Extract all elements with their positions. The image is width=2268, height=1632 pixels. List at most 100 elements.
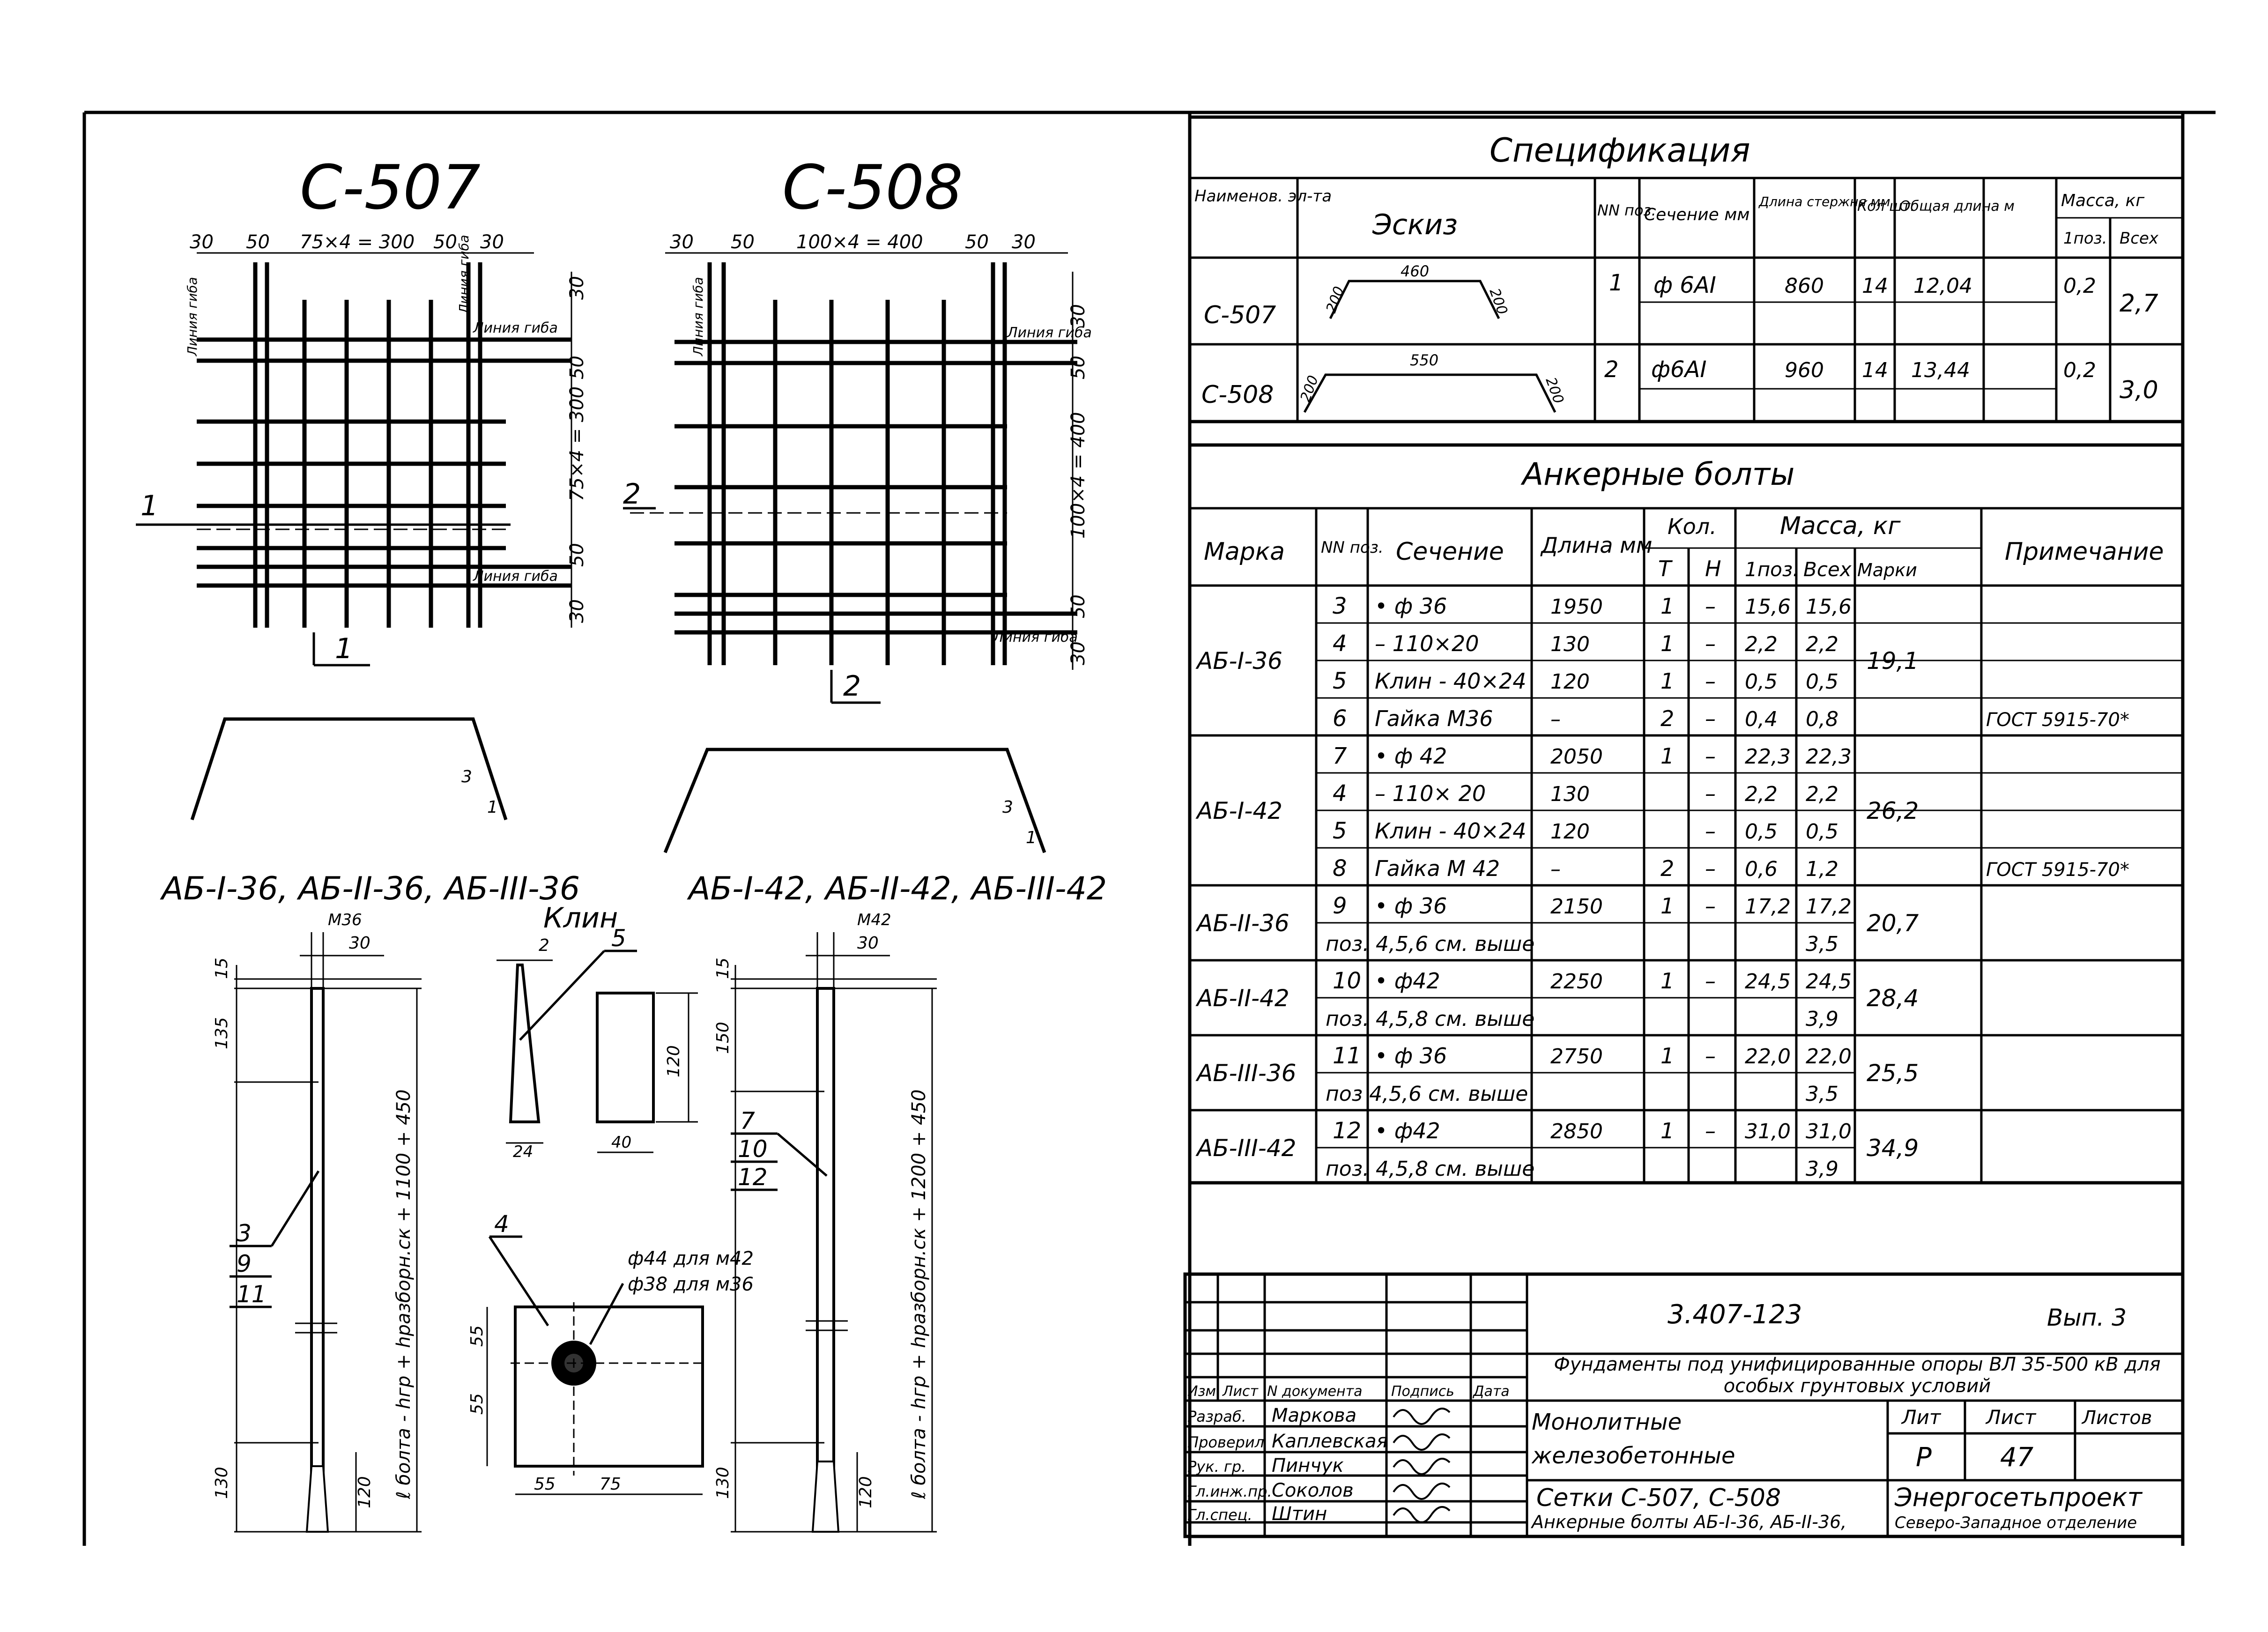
- c507-side-dim-1: 30: [566, 276, 588, 300]
- bolt42-callout-12: 12: [738, 1164, 768, 1191]
- signature-mark: [1393, 1458, 1451, 1475]
- plate-dim-55-c: 55: [534, 1475, 556, 1494]
- anchor-mass-all: 24,5: [1806, 970, 1852, 994]
- anchor-mass-all: 1,2: [1806, 857, 1838, 881]
- spec-r1-length: 860: [1785, 274, 1824, 298]
- tb-sheet-header: Лист: [1985, 1406, 2037, 1429]
- anchor-pos: 8: [1333, 855, 1347, 882]
- anchor-mass-pos: 0,6: [1745, 857, 1778, 881]
- tb-person-role: Гл.инж.пр.: [1187, 1483, 1272, 1500]
- tb-org: Энергосетьпроект: [1894, 1483, 2143, 1512]
- anchor-note: ГОСТ 5915-70*: [1986, 859, 2129, 881]
- anchor-h-mass: Масса, кг: [1780, 512, 1901, 540]
- tb-person-role: Проверил: [1187, 1433, 1264, 1451]
- anchor-mark: АБ-II-42: [1195, 985, 1290, 1012]
- anchor-length: 1950: [1550, 595, 1603, 619]
- c508-side-dim-3: 100×4 = 400: [1067, 412, 1089, 539]
- anchor-qty-n: –: [1705, 1118, 1716, 1143]
- anchor-ref-note: поз. 4,5,8 см. выше: [1326, 1007, 1534, 1031]
- bolt36-title: АБ-I-36, АБ-II-36, АБ-III-36: [160, 870, 580, 907]
- c508-bend-detail-3: 3: [1002, 798, 1013, 817]
- wedge-dim-2: 2: [539, 936, 549, 955]
- signature-mark: [1393, 1408, 1451, 1425]
- spec-r2-length: 960: [1785, 358, 1824, 382]
- bolt36-callout-9: 9: [237, 1250, 252, 1277]
- anchor-qty-t: 2: [1660, 706, 1674, 731]
- anchor-mass-pos: 0,5: [1745, 820, 1778, 844]
- signature-mark: [1393, 1506, 1451, 1523]
- mesh-c508: С-508 30 50 100×4 = 400 50 30 30 50 100×…: [623, 152, 1092, 853]
- anchor-h-mark: Марка: [1204, 538, 1285, 566]
- anchor-section: • ф42: [1375, 968, 1440, 994]
- anchor-mark-total: 19,1: [1867, 647, 1919, 675]
- anchor-pos: 11: [1333, 1043, 1361, 1069]
- spec-r2-sketch-left: 200: [1297, 373, 1322, 404]
- anchor-section: • ф 42: [1375, 743, 1447, 769]
- spec-r1-name: С-507: [1204, 301, 1276, 329]
- tb-col-list: Лист: [1222, 1383, 1259, 1400]
- c508-bend-detail-1: 1: [1026, 828, 1037, 847]
- anchor-mass-all: 3,9: [1806, 1007, 1838, 1031]
- spec-h-pos: NN поз.: [1597, 201, 1656, 219]
- anchor-qty-t: 1: [1660, 1043, 1674, 1068]
- anchor-h-qty: Кол.: [1668, 514, 1717, 539]
- c508-bend-label-2: Линия гиба: [1007, 325, 1092, 341]
- c508-top-dim-3: 100×4 = 400: [796, 231, 923, 253]
- anchor-section: – 110× 20: [1375, 781, 1486, 806]
- bolt36-thread: М36: [328, 911, 362, 929]
- tb-project: Фундаменты под унифицированные опоры ВЛ …: [1554, 1354, 2161, 1397]
- tb-lit-header: Лит: [1901, 1406, 1942, 1429]
- anchor-mark: АБ-I-42: [1195, 797, 1282, 824]
- spec-table-title: Спецификация: [1490, 131, 1750, 170]
- anchor-qty-n: –: [1705, 706, 1716, 731]
- anchor-qty-t: 1: [1660, 593, 1674, 619]
- anchor-h-section: Сечение: [1396, 538, 1504, 566]
- anchor-mark: АБ-II-36: [1195, 910, 1290, 937]
- tb-sheets-header: Листов: [2081, 1407, 2152, 1429]
- anchor-h-t: Т: [1658, 556, 1673, 581]
- anchor-mark: АБ-III-42: [1195, 1135, 1296, 1162]
- tb-sheet-no: 47: [2000, 1442, 2034, 1473]
- tb-issue: Вып. 3: [2047, 1304, 2127, 1331]
- anchor-mass-pos: 31,0: [1745, 1120, 1791, 1143]
- anchor-length: 120: [1550, 820, 1590, 844]
- c507-bend-label-1: Линия гиба: [185, 277, 200, 356]
- anchor-qty-t: 1: [1660, 968, 1674, 994]
- bolt42-callout-7: 7: [740, 1107, 755, 1135]
- c508-section-mark-bottom: 2: [843, 670, 861, 703]
- tb-col-doc: N документа: [1267, 1383, 1363, 1400]
- c507-bend-label-3: Линия гиба: [473, 320, 558, 336]
- anchor-length: 120: [1550, 670, 1590, 694]
- anchor-length: –: [1550, 857, 1561, 881]
- anchor-ref-note: поз. 4,5,6 см. выше: [1326, 932, 1534, 956]
- c507-bend-label-4: Линия гиба: [473, 568, 558, 585]
- c508-side-dim-5: 30: [1067, 641, 1089, 665]
- bolt42-length-label: ℓ болта - hгр + hразборн.ск + 1200 + 450: [908, 1090, 930, 1499]
- anchor-pos: 5: [1333, 818, 1347, 844]
- bolt42-title: АБ-I-42, АБ-II-42, АБ-III-42: [687, 870, 1107, 907]
- bolt36-dim-30: 30: [349, 934, 371, 953]
- c508-title: С-508: [782, 152, 963, 223]
- c507-bend-detail-3: 3: [461, 767, 472, 786]
- spec-r2-sketch-top: 550: [1410, 351, 1438, 369]
- plate-dim-75: 75: [600, 1475, 621, 1494]
- anchor-qty-n: –: [1705, 743, 1716, 769]
- spec-r1-qty: 14: [1862, 274, 1888, 298]
- c508-top-dim-2: 50: [731, 231, 755, 253]
- anchor-pos: 9: [1333, 893, 1347, 919]
- plate-dim-55-a: 55: [467, 1325, 487, 1347]
- c508-top-dim-5: 30: [1012, 231, 1036, 253]
- anchor-h-mass-pos: 1поз.: [1745, 558, 1799, 581]
- plate-hole-note-36: ф38 для м36: [628, 1274, 754, 1295]
- anchor-mass-all: 17,2: [1806, 895, 1852, 919]
- tb-col-izm: Изм: [1187, 1383, 1216, 1400]
- anchor-mass-all: 0,5: [1806, 820, 1838, 844]
- anchor-section: • ф 36: [1375, 593, 1447, 619]
- c508-side-dim-2: 50: [1067, 356, 1089, 379]
- bolt36-length-label: ℓ болта - hгр + hразборн.ск + 1100 + 450: [393, 1090, 415, 1499]
- anchor-mark-total: 34,9: [1867, 1135, 1919, 1162]
- anchor-pos: 12: [1333, 1118, 1361, 1144]
- spec-h-qty: Кол шт.: [1857, 198, 1915, 215]
- anchor-mass-all: 22,0: [1806, 1045, 1852, 1068]
